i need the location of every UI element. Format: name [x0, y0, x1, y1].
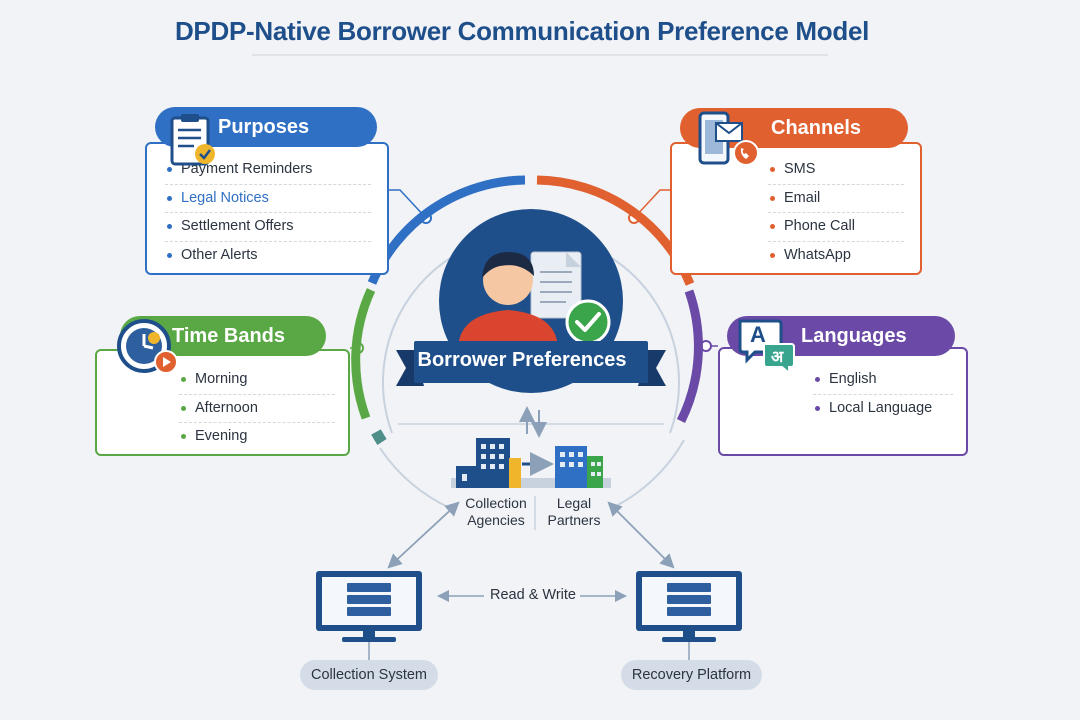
list-item: English — [813, 366, 953, 395]
list-item: WhatsApp — [768, 242, 904, 270]
arrow-collection-partners — [387, 501, 460, 569]
collection-system-label: Collection System — [300, 660, 438, 690]
channel-phone-call: Phone Call — [784, 218, 855, 234]
purpose-payment-reminders: Payment Reminders — [181, 161, 313, 177]
list-item: Evening — [179, 423, 335, 451]
outer-thin-ring — [379, 447, 451, 509]
list-item: Phone Call — [768, 213, 904, 242]
speech-bubbles-icon: A अ — [737, 318, 797, 374]
ring-arc-green — [351, 288, 376, 420]
outer-thin-ring-right — [611, 439, 685, 509]
page-title: DPDP-Native Borrower Communication Prefe… — [174, 16, 870, 46]
list-item: Legal Notices — [165, 185, 371, 213]
collection-system-monitor-icon — [316, 571, 422, 660]
purposes-list: Payment Reminders Legal Notices Settleme… — [165, 156, 371, 269]
language-glyph-latin: A — [750, 322, 766, 347]
language-local: Local Language — [829, 399, 933, 416]
purpose-settlement-offers: Settlement Offers — [181, 218, 294, 234]
list-item: Email — [768, 185, 904, 213]
recovery-platform-monitor-icon — [636, 571, 742, 660]
purposes-connector — [388, 189, 427, 219]
title-divider — [252, 54, 828, 56]
language-glyph-local: अ — [771, 349, 784, 366]
time-bands-list: Morning Afternoon Evening — [179, 366, 335, 451]
time-bands-heading: Time Bands — [172, 325, 285, 347]
channel-sms: SMS — [784, 161, 816, 177]
purposes-heading: Purposes — [218, 116, 310, 138]
ring-arc-purple — [676, 289, 703, 423]
center-banner — [396, 341, 666, 386]
speech-bubbles-shape — [738, 319, 795, 374]
list-item: Morning — [179, 366, 335, 395]
channels-connector — [633, 189, 670, 219]
channel-whatsapp: WhatsApp — [784, 246, 851, 263]
arrow-recovery-partners — [607, 501, 675, 569]
time-band-afternoon: Afternoon — [195, 399, 258, 416]
list-item: Payment Reminders — [165, 156, 371, 185]
list-item: SMS — [768, 156, 904, 185]
list-item: Afternoon — [179, 395, 335, 423]
channels-list: SMS Email Phone Call WhatsApp — [768, 156, 904, 269]
collection-agencies-label: Collection Agencies — [465, 495, 527, 528]
legal-partners-label: Legal Partners — [547, 495, 601, 528]
clipboard-icon — [170, 114, 215, 166]
languages-heading: Languages — [801, 325, 907, 347]
languages-header: Languages — [727, 316, 955, 356]
list-item: Local Language — [813, 395, 953, 423]
clock-icon — [117, 319, 178, 374]
channel-email: Email — [784, 189, 821, 206]
purpose-legal-notices: Legal Notices — [181, 189, 269, 206]
time-band-evening: Evening — [195, 428, 248, 444]
channels-heading: Channels — [771, 117, 862, 139]
purpose-other-alerts: Other Alerts — [181, 246, 258, 263]
recovery-platform-label: Recovery Platform — [621, 660, 762, 690]
partners-building-icon — [451, 438, 611, 488]
read-write-label: Read & Write — [490, 587, 576, 603]
time-bands-panel: Morning Afternoon Evening — [95, 349, 350, 456]
ring-arc-teal — [371, 429, 387, 445]
list-item: Settlement Offers — [165, 213, 371, 242]
languages-list: English Local Language — [813, 366, 953, 422]
center-label: Borrower Preferences — [417, 349, 627, 371]
phone-mail-icon — [698, 111, 759, 166]
sync-arrows-icon — [519, 406, 547, 438]
language-english: English — [829, 371, 877, 387]
list-item: Other Alerts — [165, 242, 371, 270]
time-band-morning: Morning — [195, 371, 248, 387]
languages-panel: English Local Language — [718, 347, 968, 456]
